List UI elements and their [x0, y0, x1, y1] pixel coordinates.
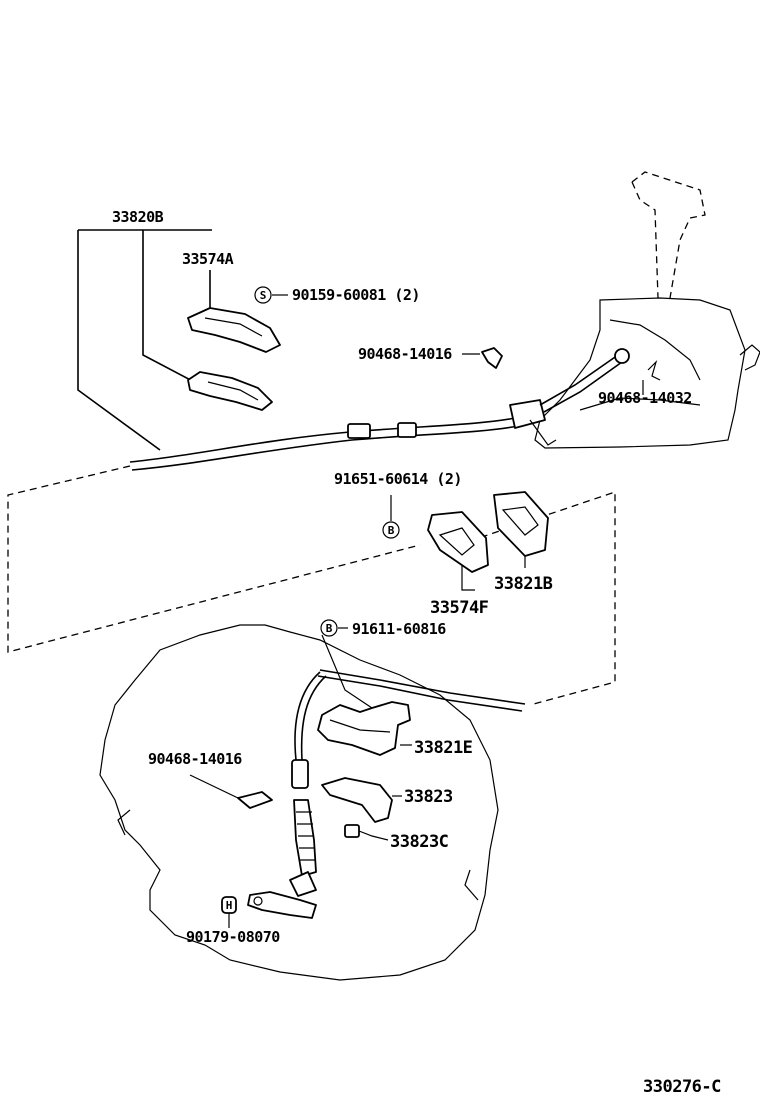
retainer-lower-part [187, 371, 273, 411]
bolt-symbol-circle-upper [382, 521, 400, 539]
label-grommet-f: 33574F [430, 598, 489, 618]
bolt-e-pointer [321, 634, 379, 713]
label-clip-lower: 90468-14016 [148, 750, 242, 768]
screw-symbol-circle [254, 286, 272, 304]
nut-symbol: H [226, 899, 233, 912]
label-bracket-c: 33823C [390, 832, 448, 852]
cable-end-eye [614, 348, 630, 364]
clip-lower-part [189, 774, 273, 809]
label-bracket-e: 33821E [414, 738, 473, 758]
clip-upper-icon [481, 347, 503, 369]
bracket-c-part [344, 824, 389, 841]
label-bracket: 33823 [404, 787, 453, 807]
bolt-symbol-circle-lower [320, 619, 338, 637]
label-bolt-e: 91611-60816 [352, 620, 446, 638]
retainer-upper-part [187, 307, 281, 353]
dashed-reference-frame [7, 465, 616, 706]
bracket-part [321, 777, 402, 823]
shift-cable-lower [289, 669, 526, 897]
label-bolt-b: 91651-60614 (2) [334, 470, 462, 488]
label-screw: 90159-60081 (2) [292, 286, 420, 304]
cable-end-fitting [509, 399, 546, 429]
cable-end-lower [289, 871, 317, 897]
bolt-symbol-upper: B [388, 524, 395, 537]
label-cable-assy: 33820B [112, 208, 164, 226]
shift-cable-upper [129, 348, 630, 471]
shift-lever-assembly [534, 171, 760, 449]
nut-and-lever [221, 891, 317, 928]
bolt-symbol-lower: B [326, 622, 333, 635]
cable-grommet-1 [347, 423, 371, 439]
label-clip-upper: 90468-14016 [358, 345, 452, 363]
cable-bellows [293, 799, 317, 877]
bracket-e-part [317, 701, 412, 756]
label-nut: 90179-08070 [186, 928, 280, 946]
figure-number: 330276-C [643, 1077, 721, 1097]
transaxle-housing [99, 624, 499, 981]
grommet-b-part [493, 491, 549, 568]
cable-grommet-2 [397, 422, 417, 438]
cable-assy-leaders [77, 229, 212, 451]
label-clip-lever: 90468-14032 [598, 389, 692, 407]
screw-symbol: S [260, 289, 267, 302]
grommet-f-part [427, 511, 489, 591]
cable-boot-lower [291, 759, 309, 789]
label-retainer-a: 33574A [182, 250, 234, 268]
label-grommet-b: 33821B [494, 574, 553, 594]
clip-lever-icon [647, 359, 661, 381]
selector-lever [247, 891, 317, 919]
